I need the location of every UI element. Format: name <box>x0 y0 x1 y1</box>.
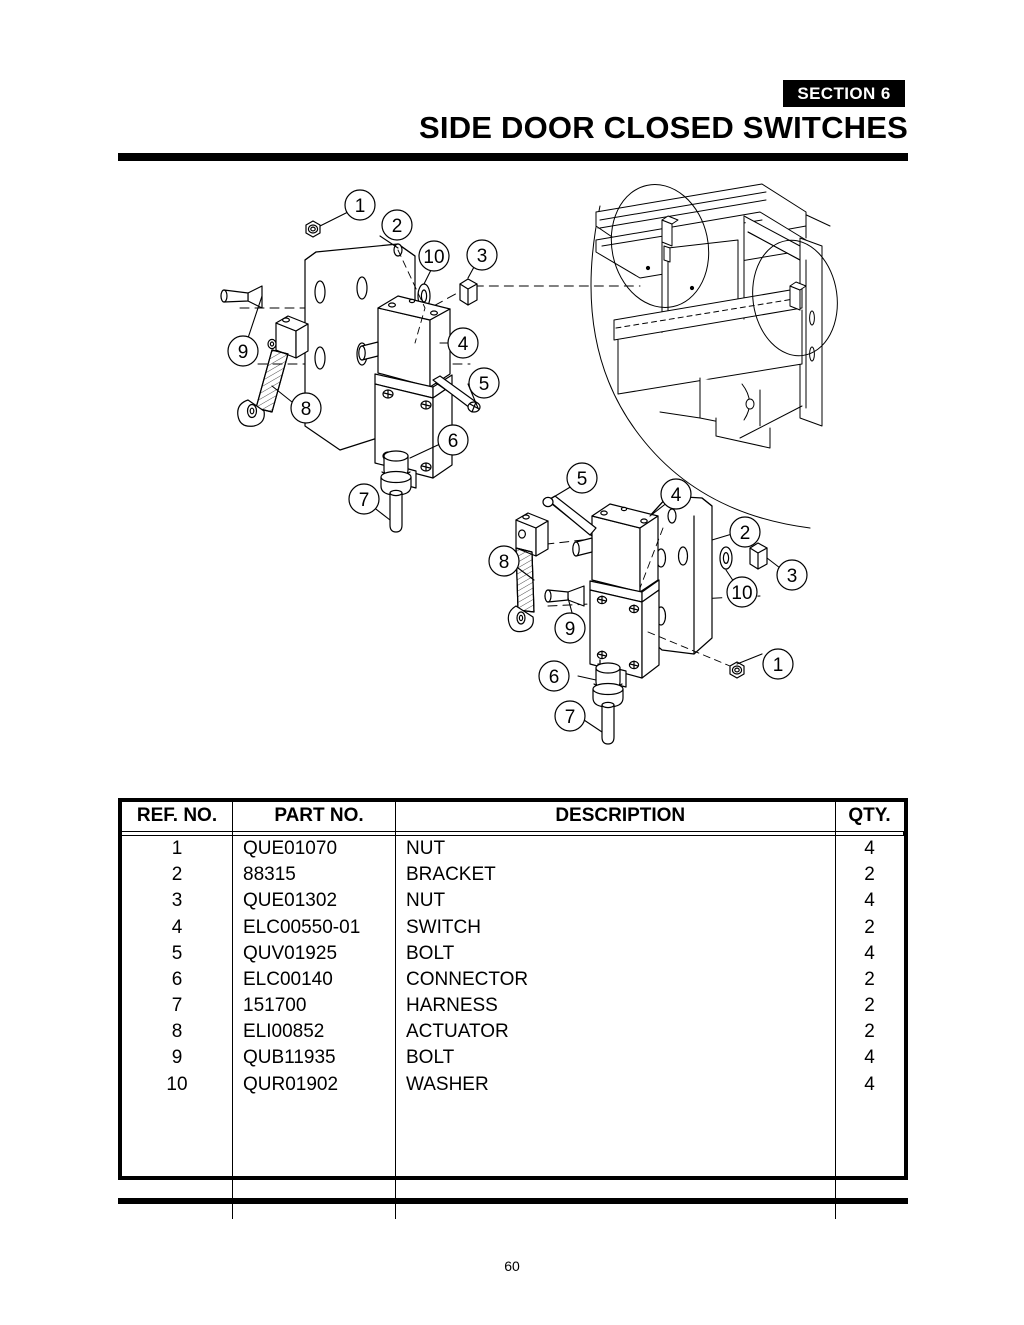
svg-text:2: 2 <box>392 216 403 237</box>
svg-text:9: 9 <box>565 619 576 640</box>
svg-text:2: 2 <box>740 523 751 544</box>
header-divider-rule <box>118 153 908 161</box>
svg-text:4: 4 <box>458 334 469 355</box>
cell-part-no: ELC00140 <box>232 966 396 994</box>
svg-text:3: 3 <box>787 566 798 587</box>
cell-ref-no: 3 <box>122 888 233 915</box>
column-header-qty: QTY. <box>835 802 904 832</box>
cell-ref-no: 5 <box>122 940 233 967</box>
cell-qty: 2 <box>864 1021 875 1043</box>
svg-text:3: 3 <box>477 246 488 267</box>
cell-description: CONNECTOR <box>395 966 836 994</box>
right-hand-exploded-view: 5 4 2 8 3 10 9 6 1 7 <box>488 462 808 745</box>
cell-description: NUT <box>395 888 836 915</box>
svg-text:7: 7 <box>359 490 370 511</box>
cell-ref-no: 2 <box>122 862 233 889</box>
cell-part-no: 88315 <box>232 862 396 889</box>
cell-description: NUT <box>395 835 836 863</box>
cell-ref-no: 1 <box>122 835 233 863</box>
svg-text:8: 8 <box>301 399 312 420</box>
svg-text:1: 1 <box>355 196 366 217</box>
svg-text:1: 1 <box>773 655 784 676</box>
callout-balloons: 1 2 10 3 4 5 9 8 6 7 <box>227 189 500 515</box>
cell-part-no: QUE01070 <box>232 835 396 863</box>
cell-qty: 4 <box>864 1073 875 1095</box>
cell-description: WASHER <box>395 1071 836 1098</box>
svg-text:10: 10 <box>423 247 444 268</box>
header-separator <box>122 831 904 836</box>
cell-description: SWITCH <box>395 914 836 941</box>
cell-part-no: 151700 <box>232 993 396 1020</box>
cell-part-no: ELC00550-01 <box>232 914 396 941</box>
cell-qty: 2 <box>864 968 875 990</box>
page-number: 60 <box>504 1258 520 1274</box>
cell-qty: 4 <box>864 890 875 912</box>
page-title: SIDE DOOR CLOSED SWITCHES <box>419 110 908 145</box>
cell-description: BOLT <box>395 1045 836 1072</box>
svg-text:8: 8 <box>499 552 510 573</box>
column-header-description: DESCRIPTION <box>395 802 836 832</box>
cell-qty: 2 <box>864 995 875 1017</box>
left-hand-exploded-view: 1 2 10 3 4 5 9 8 6 7 <box>220 189 641 533</box>
cell-description: ACTUATOR <box>395 1019 836 1046</box>
callout-balloons: 5 4 2 8 3 10 9 6 1 7 <box>488 462 808 732</box>
cell-part-no: QUR01902 <box>232 1071 396 1098</box>
cell-part-no: ELI00852 <box>232 1019 396 1046</box>
footer-divider-rule <box>118 1198 908 1204</box>
table-header-row: REF. NO. PART NO. DESCRIPTION QTY. <box>122 802 904 832</box>
cell-qty: 2 <box>864 864 875 886</box>
cell-description: BRACKET <box>395 862 836 889</box>
cell-description: BOLT <box>395 940 836 967</box>
svg-text:7: 7 <box>565 707 576 728</box>
cell-ref-no: 6 <box>122 966 233 994</box>
cell-qty: 4 <box>864 1047 875 1069</box>
cell-qty: 4 <box>864 838 875 859</box>
column-header-part-no: PART NO. <box>232 802 396 832</box>
svg-text:6: 6 <box>549 667 560 688</box>
svg-text:9: 9 <box>238 342 249 363</box>
svg-text:4: 4 <box>671 485 682 506</box>
column-header-ref-no: REF. NO. <box>122 802 233 832</box>
parts-illustration: 1 2 10 3 4 5 9 8 6 7 <box>0 168 1024 778</box>
cell-ref-no: 9 <box>122 1045 233 1072</box>
svg-text:6: 6 <box>448 431 459 452</box>
cell-part-no: QUE01302 <box>232 888 396 915</box>
cell-description: HARNESS <box>395 993 836 1020</box>
installation-context-view <box>590 183 838 529</box>
cell-ref-no: 4 <box>122 914 233 941</box>
cell-part-no: QUV01925 <box>232 940 396 967</box>
cell-ref-no: 10 <box>122 1071 233 1098</box>
svg-text:10: 10 <box>731 583 752 604</box>
cell-qty: 2 <box>864 916 875 938</box>
cell-ref-no: 8 <box>122 1019 233 1046</box>
cell-ref-no: 7 <box>122 993 233 1020</box>
section-badge: SECTION 6 <box>783 80 905 107</box>
svg-text:5: 5 <box>577 469 588 490</box>
cell-qty: 4 <box>864 942 875 964</box>
cell-part-no: QUB11935 <box>232 1045 396 1072</box>
svg-text:5: 5 <box>479 374 490 395</box>
